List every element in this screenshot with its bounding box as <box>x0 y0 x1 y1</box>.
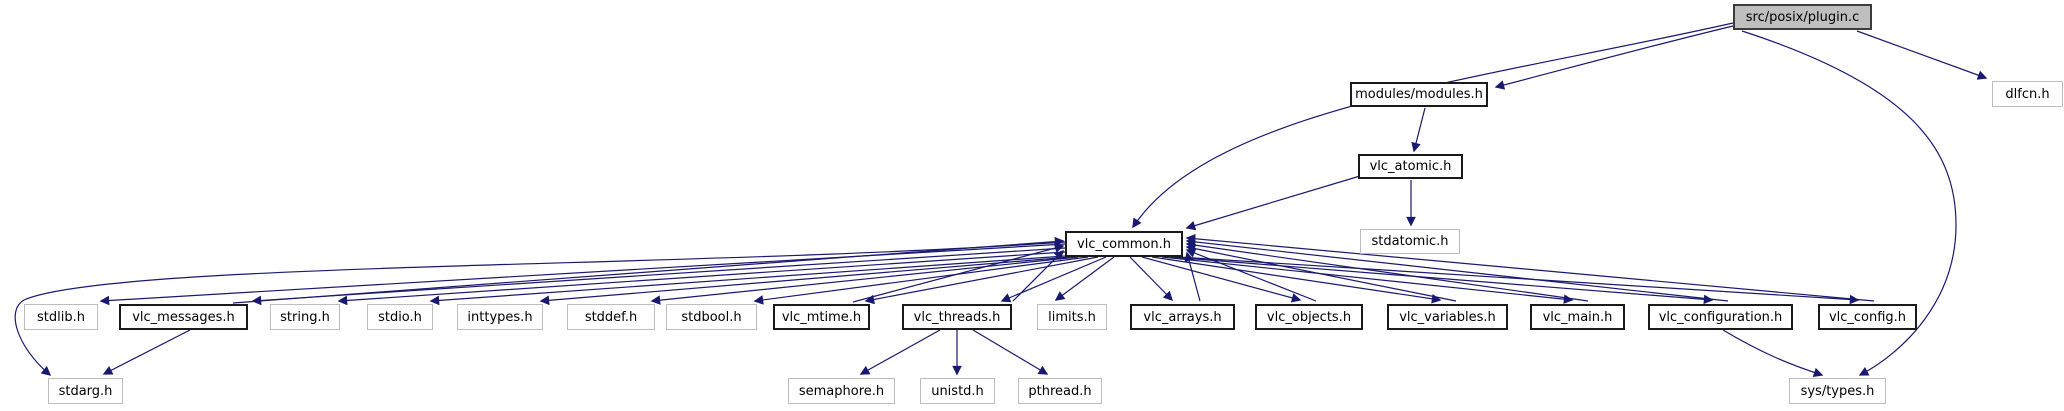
edge-common-stdlib <box>99 243 1066 306</box>
edge-common-limits <box>1054 256 1115 301</box>
node-vlc-atomic-h[interactable]: vlc_atomic.h <box>1358 154 1463 179</box>
edge-plugin-modules <box>1494 25 1734 90</box>
edge-plugin-dlfcn <box>1856 30 1988 80</box>
edge-vlc-threads-pthread <box>972 329 1049 375</box>
node-sys-types-h: sys/types.h <box>1789 378 1886 404</box>
node-stdio-h: stdio.h <box>367 304 433 330</box>
edge-vlc-messages-common <box>232 236 1065 304</box>
node-vlc-common-h[interactable]: vlc_common.h <box>1065 231 1183 257</box>
node-src-posix-plugin-c: src/posix/plugin.c <box>1733 4 1872 30</box>
edge-common-string <box>337 251 1066 306</box>
edge-common-stddef <box>650 256 1079 305</box>
node-stdbool-h: stdbool.h <box>666 304 757 330</box>
node-vlc-messages-h[interactable]: vlc_messages.h <box>119 304 248 330</box>
node-unistd-h: unistd.h <box>920 378 995 404</box>
edge-vlc-objects-common <box>1185 248 1317 302</box>
node-stdatomic-h: stdatomic.h <box>1360 229 1460 254</box>
node-vlc-configuration-h[interactable]: vlc_configuration.h <box>1648 304 1793 330</box>
node-string-h: string.h <box>270 304 340 330</box>
node-stdarg-h: stdarg.h <box>48 378 123 404</box>
edge-common-vlc-arrays <box>1129 256 1174 302</box>
node-vlc-variables-h[interactable]: vlc_variables.h <box>1387 304 1508 330</box>
edge-common-inttypes <box>539 256 1071 306</box>
node-vlc-mtime-h[interactable]: vlc_mtime.h <box>773 304 870 330</box>
edge-common-vlc-threads <box>1000 256 1107 303</box>
edge-common-vlc-mtime <box>864 256 1099 305</box>
edge-vlc-configuration-common <box>1185 237 1729 302</box>
edge-vlc-threads-semaphore <box>859 329 941 375</box>
node-semaphore-h: semaphore.h <box>788 378 895 404</box>
edge-common-vlc-variables <box>1151 256 1442 304</box>
node-stddef-h: stddef.h <box>567 304 655 330</box>
node-vlc-objects-h[interactable]: vlc_objects.h <box>1255 304 1363 330</box>
edge-vlc-atomic-vlc-common <box>1185 175 1361 231</box>
edge-plugin-sys-types <box>1741 30 1957 376</box>
edge-modules-vlc-atomic <box>1411 107 1426 153</box>
edge-vlc-mtime-common <box>852 243 1065 303</box>
edge-common-stdbool <box>753 256 1089 305</box>
edge-common-stdio <box>429 255 1066 306</box>
node-vlc-config-h[interactable]: vlc_config.h <box>1818 304 1917 330</box>
edge-vlc-threads-common <box>1012 249 1065 302</box>
edge-vlc-messages-stdarg <box>102 329 191 375</box>
node-vlc-threads-h[interactable]: vlc_threads.h <box>902 304 1012 330</box>
node-vlc-main-h[interactable]: vlc_main.h <box>1530 304 1625 330</box>
edge-plugin-vlc-common <box>1132 22 1734 229</box>
edge-common-vlc-config <box>1177 256 1860 305</box>
edge-common-stdarg <box>14 241 1066 376</box>
node-pthread-h: pthread.h <box>1018 378 1102 404</box>
edge-vlc-config-common <box>1185 233 1875 302</box>
node-inttypes-h: inttypes.h <box>457 304 543 330</box>
edge-common-vlc-configuration <box>1169 256 1714 305</box>
edge-common-vlc-main <box>1161 256 1574 304</box>
edge-vlc-main-common <box>1185 240 1589 302</box>
edge-common-vlc-objects <box>1141 256 1302 303</box>
node-vlc-arrays-h[interactable]: vlc_arrays.h <box>1130 304 1235 330</box>
edge-vlc-configuration-sys-types <box>1722 329 1824 378</box>
node-limits-h: limits.h <box>1037 304 1107 330</box>
node-stdlib-h: stdlib.h <box>24 304 98 330</box>
edge-vlc-arrays-common <box>1184 251 1201 302</box>
node-modules-modules-h[interactable]: modules/modules.h <box>1350 82 1488 107</box>
node-dlfcn-h: dlfcn.h <box>1992 81 2063 107</box>
edge-common-vlc-messages <box>251 247 1066 306</box>
